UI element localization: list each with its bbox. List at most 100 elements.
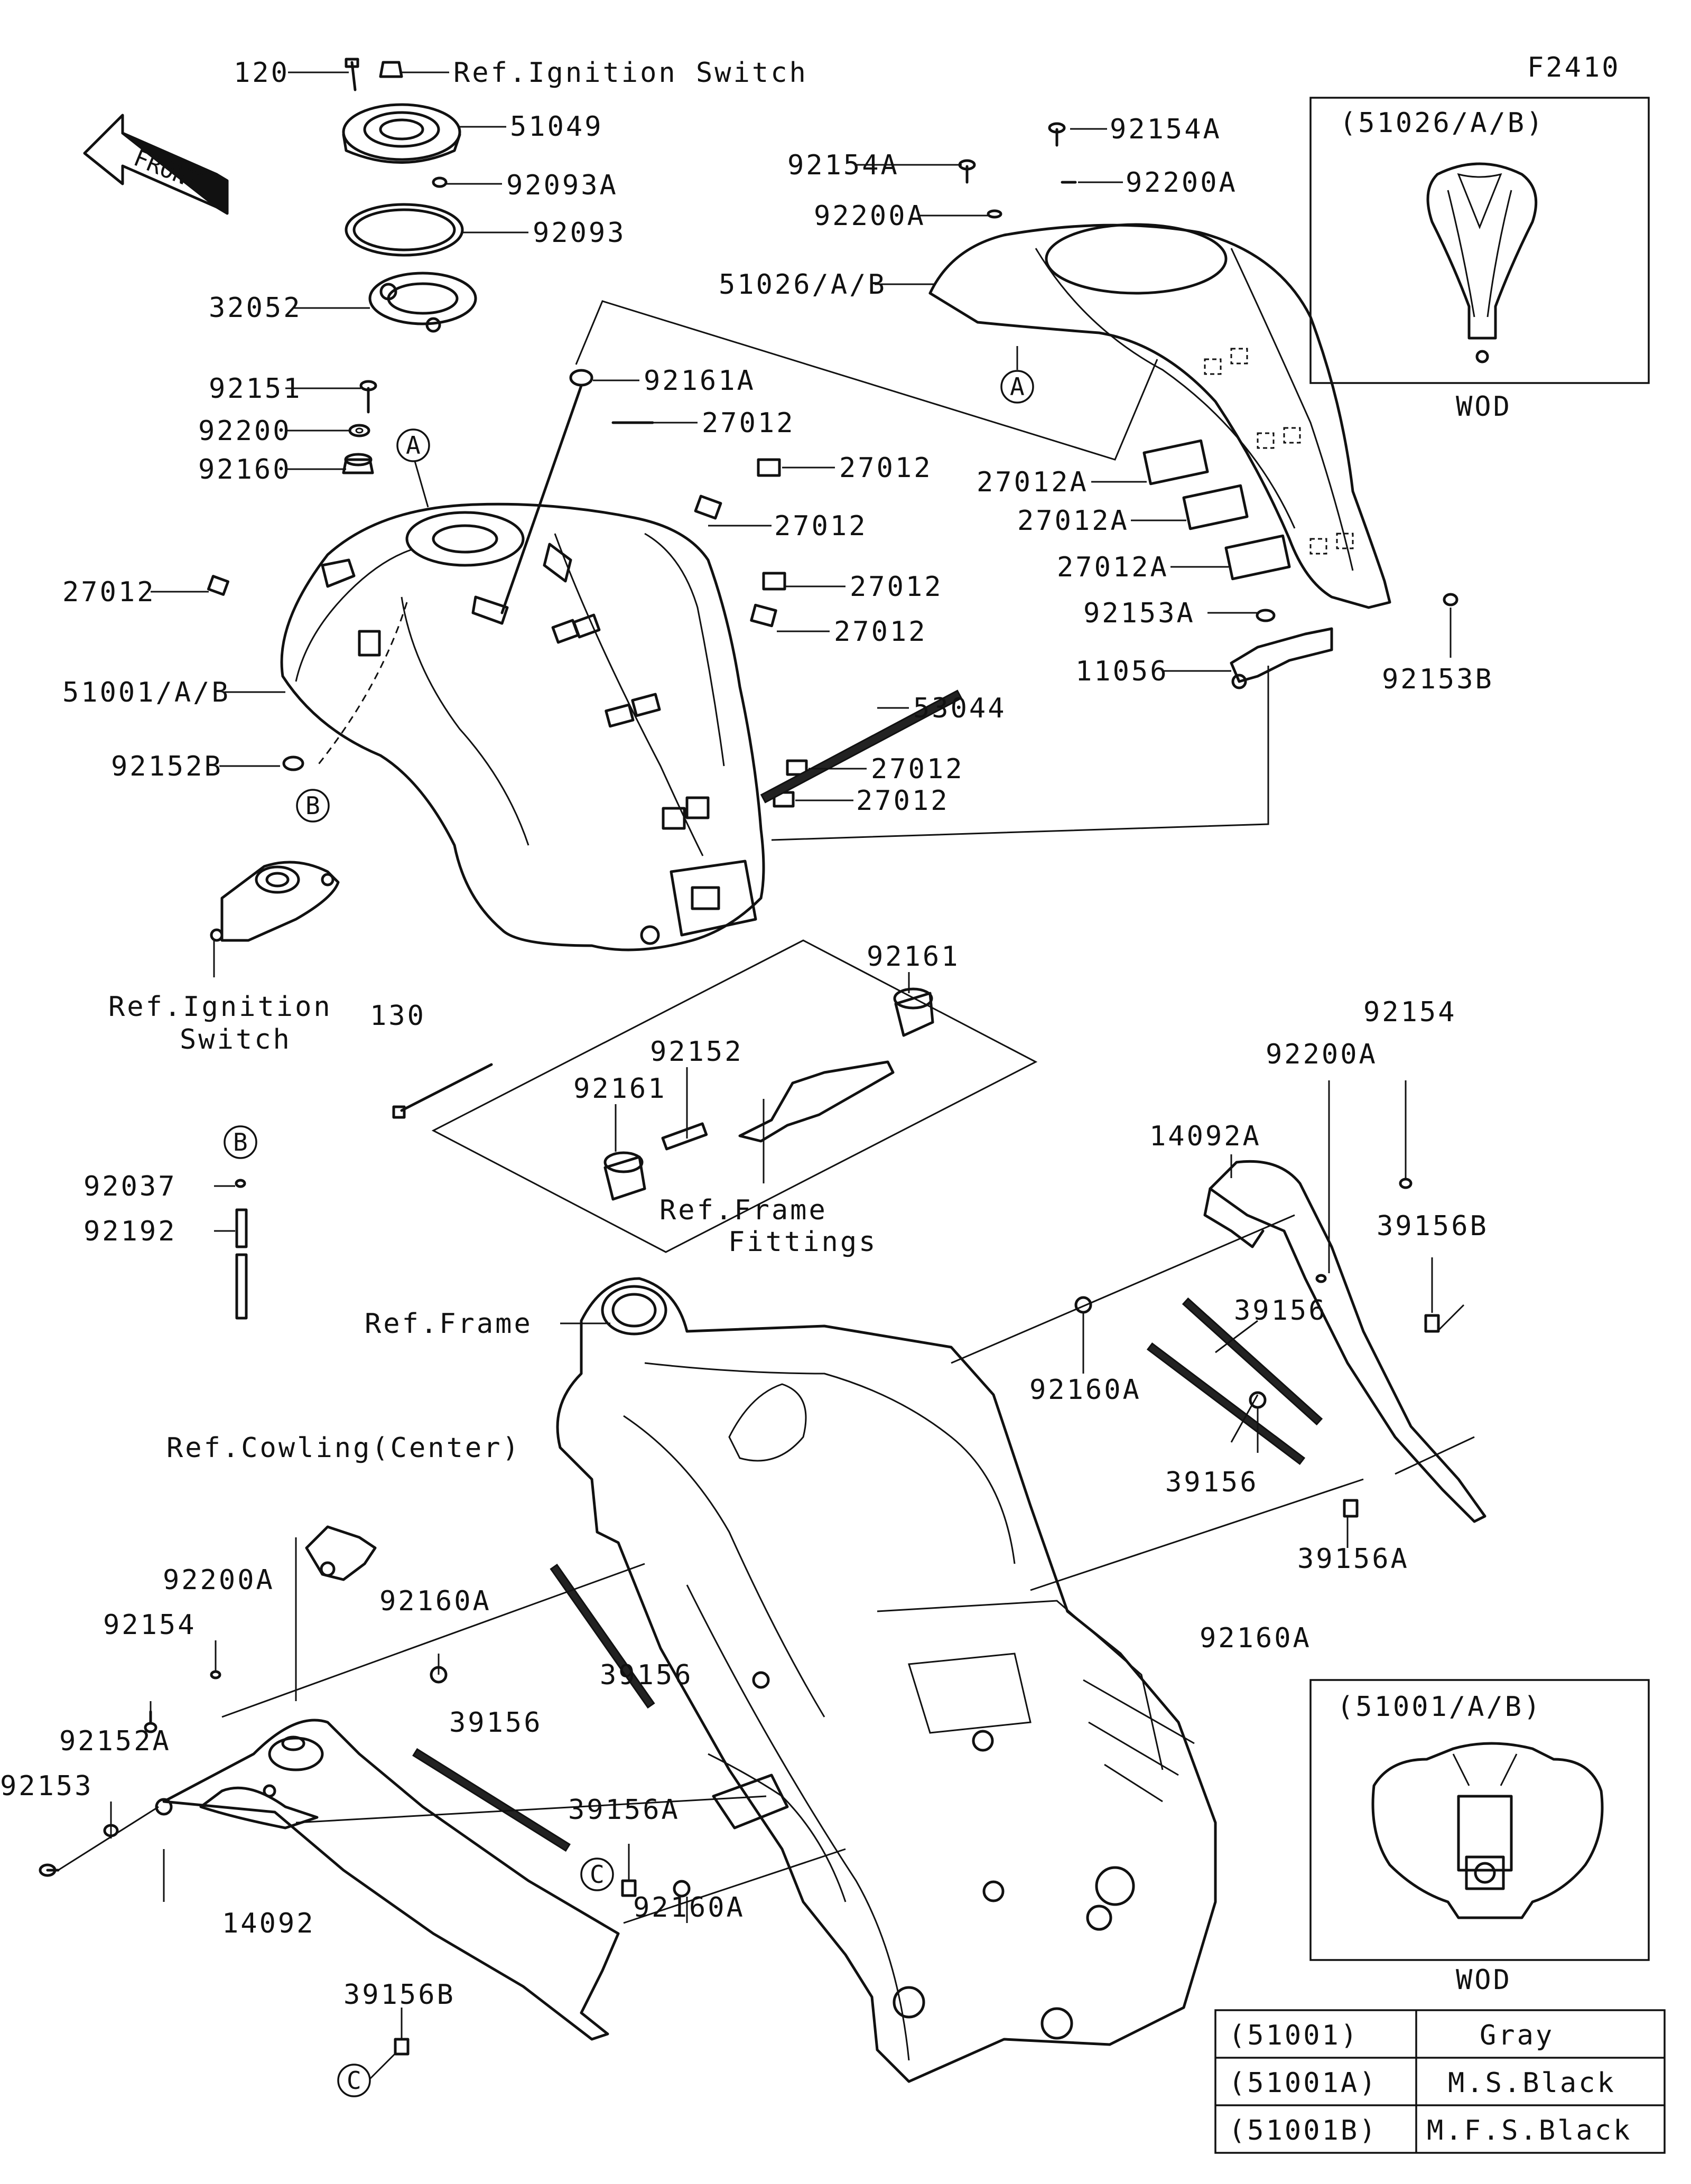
inset-fuel-tank: (51001/A/B) WOD [1309, 1679, 1650, 1996]
side-bracket-right [951, 1160, 1486, 1591]
part-label: 51026/A/B [719, 269, 887, 301]
center-mount-parts [392, 939, 1038, 1253]
part-label: 92160A [1200, 1622, 1312, 1654]
part-label: 27012 [702, 407, 795, 439]
ignition-switch [210, 755, 340, 942]
inset-tank-cover: (51026/A/B) WOD [1309, 97, 1650, 423]
part-label: 92160A [633, 1892, 745, 1924]
part-label: 27012 [834, 616, 927, 648]
part-label: 27012A [977, 466, 1089, 498]
tank-cover [928, 122, 1391, 609]
part-label: 92200 [198, 415, 292, 447]
inset-title: (51026/A/B) [1340, 107, 1545, 139]
part-label: 27012A [1017, 505, 1129, 537]
callout-B-pin: B [224, 1125, 257, 1159]
table-color: Gray [1480, 2020, 1554, 2051]
part-label: 32052 [209, 292, 302, 324]
ref-label: Ref.Ignition Switch [453, 57, 808, 89]
part-label: 92160 [198, 454, 292, 486]
part-label: 39156 [449, 1707, 543, 1739]
part-label: 92151 [209, 373, 302, 405]
part-label: 92200A [1266, 1039, 1378, 1070]
part-label: 92200A [1126, 167, 1238, 199]
callout-C-bottom-lead [369, 2051, 397, 2080]
callout-A-cover: A [1000, 370, 1034, 404]
part-label: 51001/A/B [62, 677, 230, 708]
part-label: 92037 [83, 1171, 177, 1202]
part-label: 39156 [1234, 1295, 1327, 1327]
part-label: 14092A [1149, 1121, 1261, 1152]
inset-caption: WOD [1456, 391, 1512, 423]
part-label: 27012 [856, 785, 950, 817]
part-label: 92154A [1110, 114, 1222, 145]
part-label: 92160A [379, 1585, 491, 1617]
part-label: 39156 [600, 1659, 693, 1691]
callout-A-tank-lead [414, 461, 429, 508]
ref-label: Ref.Cowling(Center) [166, 1432, 521, 1464]
part-label: 39156B [343, 1979, 456, 2011]
color-table: (51001) Gray (51001A) M.S.Black (51001B)… [1214, 2009, 1666, 2154]
part-label: 27012 [774, 510, 868, 542]
table-color: M.F.S.Black [1427, 2115, 1632, 2146]
callout-B-tank: B [296, 789, 330, 823]
part-label: 27012A [1057, 552, 1169, 583]
part-label: 27012 [839, 452, 933, 484]
side-bracket-left [39, 1525, 846, 2056]
pin-parts [235, 1179, 248, 1320]
diagram-code: F2410 [1527, 52, 1621, 83]
part-label: 92152A [59, 1725, 171, 1757]
front-arrow-icon: FRONT [83, 114, 229, 215]
part-label: 27012 [871, 753, 964, 785]
fuel-cap-assembly [342, 58, 477, 333]
part-labels: 120 Ref.Ignition Switch 51049 92093A 920… [0, 57, 1494, 2011]
ref-label: Ref.Frame [365, 1308, 533, 1340]
svg-text:C: C [590, 1860, 605, 1889]
part-label: 92200A [163, 1564, 275, 1596]
part-label: 92161 [867, 941, 960, 973]
part-label: 51049 [510, 111, 603, 143]
inset-caption: WOD [1456, 1964, 1512, 1996]
ref-label: Ref.Frame [659, 1194, 828, 1226]
svg-text:B: B [233, 1128, 248, 1156]
part-label: 27012 [850, 571, 943, 603]
part-label: 39156A [1297, 1543, 1409, 1575]
part-label: 92153B [1382, 664, 1494, 695]
part-label: 92161 [573, 1073, 667, 1105]
svg-text:A: A [1010, 372, 1025, 401]
table-code: (51001) [1229, 2020, 1359, 2051]
bracket-11056 [1230, 593, 1458, 689]
part-label: 39156 [1165, 1467, 1259, 1498]
lead-tank-rear [771, 666, 1269, 841]
part-label: 92192 [83, 1216, 177, 1247]
table-code: (51001A) [1229, 2067, 1378, 2099]
frame [556, 1277, 1217, 2083]
tank-pads-top [207, 369, 963, 808]
part-label: 92160A [1029, 1374, 1141, 1406]
table-color: M.S.Black [1448, 2067, 1616, 2099]
ref-label: Switch [180, 1024, 292, 1056]
part-label: 14092 [222, 1908, 315, 1939]
part-label: 92161A [644, 365, 756, 397]
part-label: 11056 [1075, 656, 1169, 687]
part-label: 39156B [1377, 1210, 1489, 1242]
part-label: 130 [370, 1000, 426, 1032]
part-label: 39156A [568, 1794, 680, 1826]
part-label: 27012 [62, 576, 156, 608]
part-label: 92154 [103, 1609, 197, 1641]
part-label: 92153 [0, 1770, 94, 1802]
inset-title: (51001/A/B) [1337, 1691, 1542, 1723]
ref-label: Fittings [728, 1226, 877, 1258]
svg-text:C: C [347, 2066, 361, 2095]
small-fasteners-left [342, 380, 377, 474]
part-label: 92154 [1363, 996, 1457, 1028]
lead-A-bracket [575, 300, 1158, 461]
part-label: 120 [234, 57, 290, 89]
table-code: (51001B) [1229, 2115, 1378, 2146]
part-label: 92093A [506, 170, 618, 201]
ref-label: Ref.Ignition [108, 991, 332, 1023]
part-label: 92154A [787, 150, 899, 181]
callout-C-bottom: C [337, 2064, 371, 2097]
svg-text:B: B [305, 791, 320, 820]
svg-text:A: A [406, 431, 421, 460]
